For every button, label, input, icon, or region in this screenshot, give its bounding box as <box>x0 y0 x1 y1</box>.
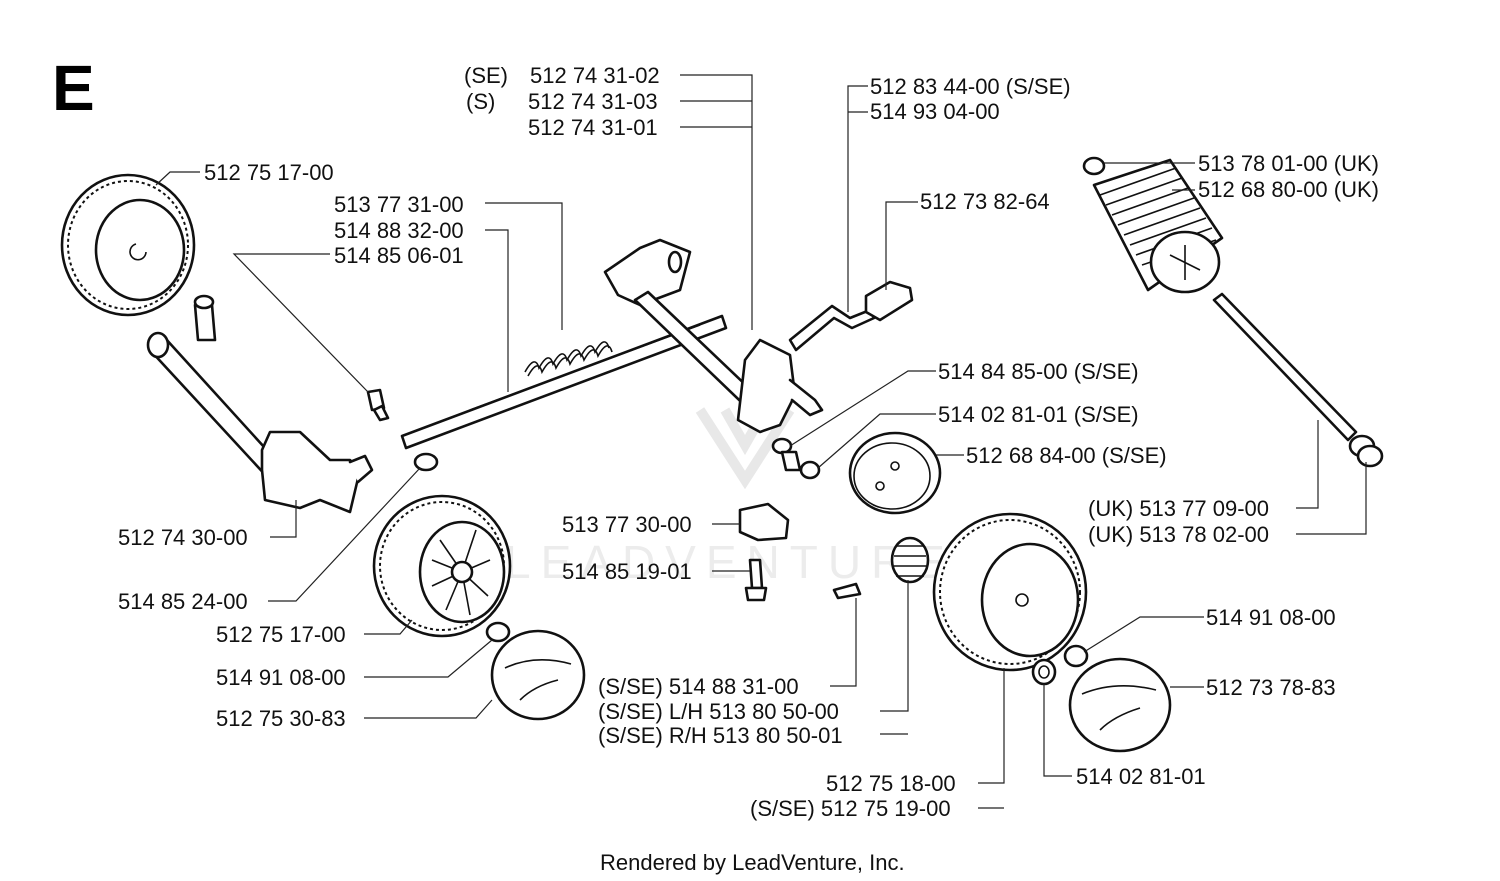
label-514-85-06-01[interactable]: 514 85 06-01 <box>334 243 464 268</box>
washer-514-85-24[interactable] <box>413 452 439 472</box>
label-512-74-30-00[interactable]: 512 74 30-00 <box>118 525 248 550</box>
label-513-77-30-00[interactable]: 513 77 30-00 <box>562 512 692 537</box>
rear-roller[interactable] <box>1082 156 1224 294</box>
key-514-88-31[interactable] <box>832 582 862 600</box>
hubcap-512-68-84[interactable] <box>848 431 942 515</box>
spring-513-77-31[interactable] <box>524 341 613 377</box>
label-514-88-31-00[interactable]: (S/SE) 514 88 31-00 <box>598 674 799 699</box>
label-513-80-50-01[interactable]: (S/SE) R/H 513 80 50-01 <box>598 723 843 748</box>
label-514-85-24-00[interactable]: 514 85 24-00 <box>118 589 248 614</box>
footer-credit: Rendered by LeadVenture, Inc. <box>600 850 905 875</box>
hubcap-right[interactable] <box>1068 657 1172 753</box>
label-514-84-85-00[interactable]: 514 84 85-00 (S/SE) <box>938 359 1139 384</box>
wheel-rear-right[interactable] <box>932 512 1088 672</box>
rear-axle-assembly[interactable] <box>603 238 824 434</box>
bolt-514-85-06[interactable] <box>366 388 390 422</box>
label-513-78-01-00[interactable]: 513 78 01-00 (UK) <box>1198 151 1379 176</box>
washer-left[interactable] <box>485 621 511 643</box>
watermark-text: LEADVENTURE <box>505 536 955 588</box>
label-512-83-44-00[interactable]: 512 83 44-00 (S/SE) <box>870 74 1071 99</box>
label-512-68-84-00[interactable]: 512 68 84-00 (S/SE) <box>966 443 1167 468</box>
label-512-73-82-64[interactable]: 512 73 82-64 <box>920 189 1050 214</box>
height-lever[interactable] <box>788 280 914 352</box>
label-prefix-se: (SE) <box>464 63 508 88</box>
label-512-73-78-83[interactable]: 512 73 78-83 <box>1206 675 1336 700</box>
wheel-top-left[interactable] <box>60 173 196 317</box>
label-513-77-09-00[interactable]: (UK) 513 77 09-00 <box>1088 496 1269 521</box>
label-512-68-80-00[interactable]: 512 68 80-00 (UK) <box>1198 177 1379 202</box>
label-512-75-17-00-mid[interactable]: 512 75 17-00 <box>216 622 346 647</box>
label-512-75-17-00-top[interactable]: 512 75 17-00 <box>204 160 334 185</box>
washer-514-02-81[interactable] <box>1031 658 1057 686</box>
label-514-91-08-00-left[interactable]: 514 91 08-00 <box>216 665 346 690</box>
washer-right[interactable] <box>1063 644 1089 668</box>
wheel-front-left[interactable] <box>372 494 512 638</box>
front-axle-bracket[interactable] <box>146 294 374 514</box>
screw-514-85-19[interactable] <box>744 558 768 602</box>
bushing-body <box>780 450 802 472</box>
height-adjust-bar[interactable] <box>400 314 728 450</box>
washer-514-02-81-hole <box>1038 665 1050 679</box>
label-512-74-31-03[interactable]: 512 74 31-03 <box>528 89 658 114</box>
label-512-75-30-83[interactable]: 512 75 30-83 <box>216 706 346 731</box>
label-514-91-08-00-right[interactable]: 514 91 08-00 <box>1206 605 1336 630</box>
section-letter: E <box>52 52 95 124</box>
hubcap-left[interactable] <box>490 629 586 721</box>
label-prefix-s: (S) <box>466 89 495 114</box>
label-513-78-02-00[interactable]: (UK) 513 78 02-00 <box>1088 522 1269 547</box>
washer-514-02-81-se[interactable] <box>799 460 821 480</box>
adjuster-block[interactable] <box>738 502 790 542</box>
label-513-80-50-00[interactable]: (S/SE) L/H 513 80 50-00 <box>598 699 839 724</box>
part-labels: (SE) 512 74 31-02 (S) 512 74 31-03 512 7… <box>118 63 1379 821</box>
label-514-85-19-01[interactable]: 514 85 19-01 <box>562 559 692 584</box>
label-513-77-31-00[interactable]: 513 77 31-00 <box>334 192 464 217</box>
roller-axle[interactable] <box>1212 292 1384 468</box>
label-512-75-19-00[interactable]: (S/SE) 512 75 19-00 <box>750 796 951 821</box>
leader-lines <box>155 74 1367 809</box>
drive-gear[interactable] <box>890 536 930 584</box>
label-514-02-81-01-se[interactable]: 514 02 81-01 (S/SE) <box>938 402 1139 427</box>
label-514-93-04-00[interactable]: 514 93 04-00 <box>870 99 1000 124</box>
label-514-02-81-01[interactable]: 514 02 81-01 <box>1076 764 1206 789</box>
label-514-88-32-00[interactable]: 514 88 32-00 <box>334 218 464 243</box>
label-512-75-18-00[interactable]: 512 75 18-00 <box>826 771 956 796</box>
label-512-74-31-01[interactable]: 512 74 31-01 <box>528 115 658 140</box>
label-512-74-31-02[interactable]: 512 74 31-02 <box>530 63 660 88</box>
